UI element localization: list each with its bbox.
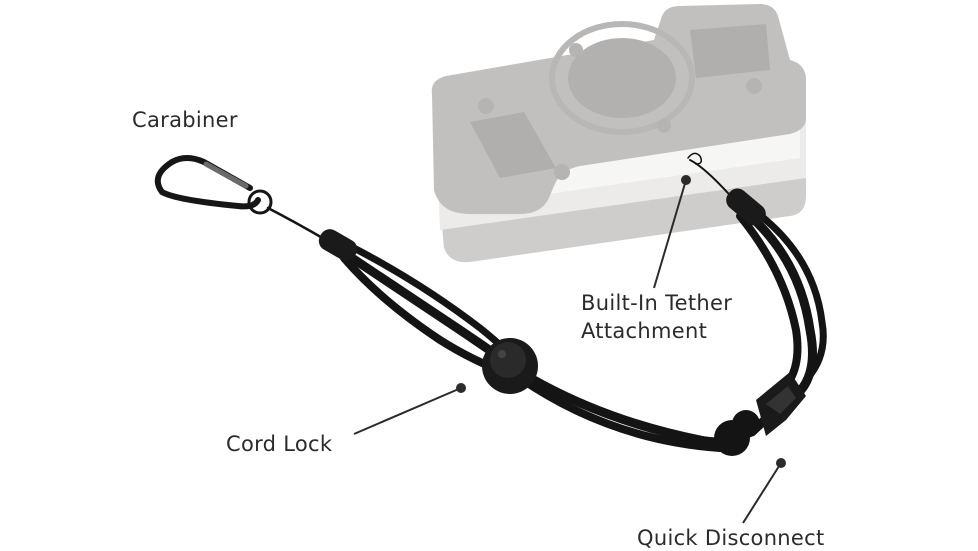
tether-label-line2: Attachment (581, 319, 708, 343)
carabiner-label: Carabiner (132, 108, 238, 132)
cord-lock-label: Cord Lock (226, 432, 333, 456)
callout-leaders (353, 175, 786, 524)
cord-sleeve-icon (726, 188, 766, 226)
quick-disconnect-buckle-icon (714, 372, 806, 456)
light-device-icon (431, 4, 806, 263)
tether-label-line1: Built-In Tether (581, 291, 733, 315)
cord-sleeve-icon (318, 229, 358, 261)
cord-lock-icon (482, 338, 538, 394)
quick-disconnect-label: Quick Disconnect (637, 526, 825, 550)
carabiner-icon (154, 155, 273, 215)
